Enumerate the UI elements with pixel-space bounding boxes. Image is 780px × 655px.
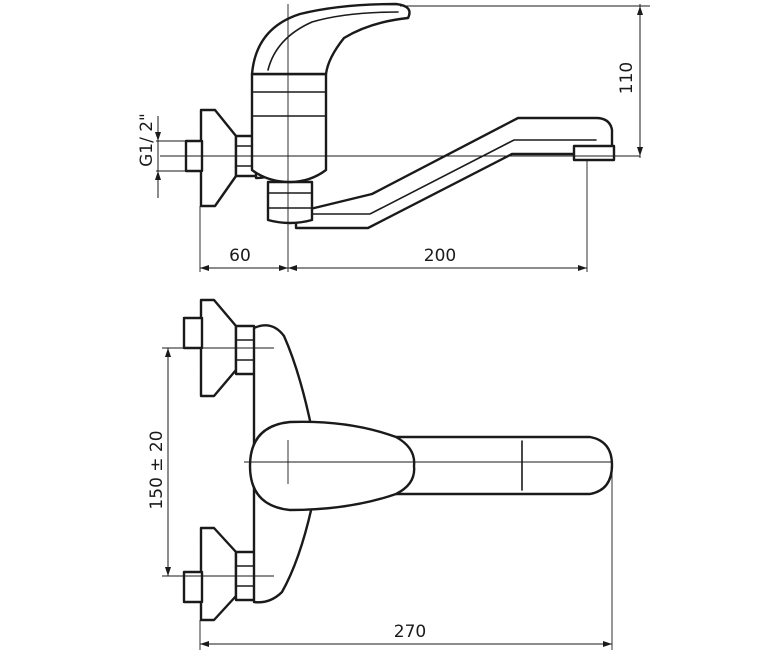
top-lower-wall-flange (199, 526, 238, 622)
side-swivel-collar (266, 180, 314, 225)
reach-arrow-right (578, 265, 587, 271)
height-label: 110 (617, 62, 637, 94)
side-spout (294, 116, 614, 230)
top-upper-inlet-stub (182, 316, 204, 350)
side-spout-inner (305, 139, 597, 215)
offset-arrow-left (200, 265, 209, 271)
side-aerator (572, 144, 616, 162)
width-arrow-right (603, 641, 612, 647)
thread-size-label: G1/ 2" (137, 113, 157, 167)
side-lever-handle (250, 2, 411, 76)
side-wall-flange (199, 108, 238, 208)
side-lever-inner (267, 11, 399, 71)
offset-label: 60 (229, 246, 251, 266)
offset-arrow-right (279, 265, 288, 271)
side-mixer-body (250, 72, 328, 184)
top-spout (394, 435, 614, 496)
spacing-label: 150 ± 20 (147, 430, 167, 509)
spacing-arrow-top (165, 348, 171, 357)
reach-label: 200 (424, 246, 456, 266)
overall-width-label: 270 (394, 622, 426, 642)
width-arrow-left (200, 641, 209, 647)
thread-arrow-bottom (155, 171, 161, 180)
top-view: 150 ± 20 270 (147, 298, 614, 650)
spacing-arrow-bottom (165, 567, 171, 576)
thread-arrow-top (155, 132, 161, 141)
side-view: G1/ 2" 110 60 200 (137, 2, 650, 272)
top-lower-inlet-stub (182, 570, 204, 604)
top-lever-handle (248, 420, 416, 512)
height-arrow-top (637, 6, 643, 15)
reach-arrow-left (288, 265, 297, 271)
height-arrow-bottom (637, 147, 643, 156)
